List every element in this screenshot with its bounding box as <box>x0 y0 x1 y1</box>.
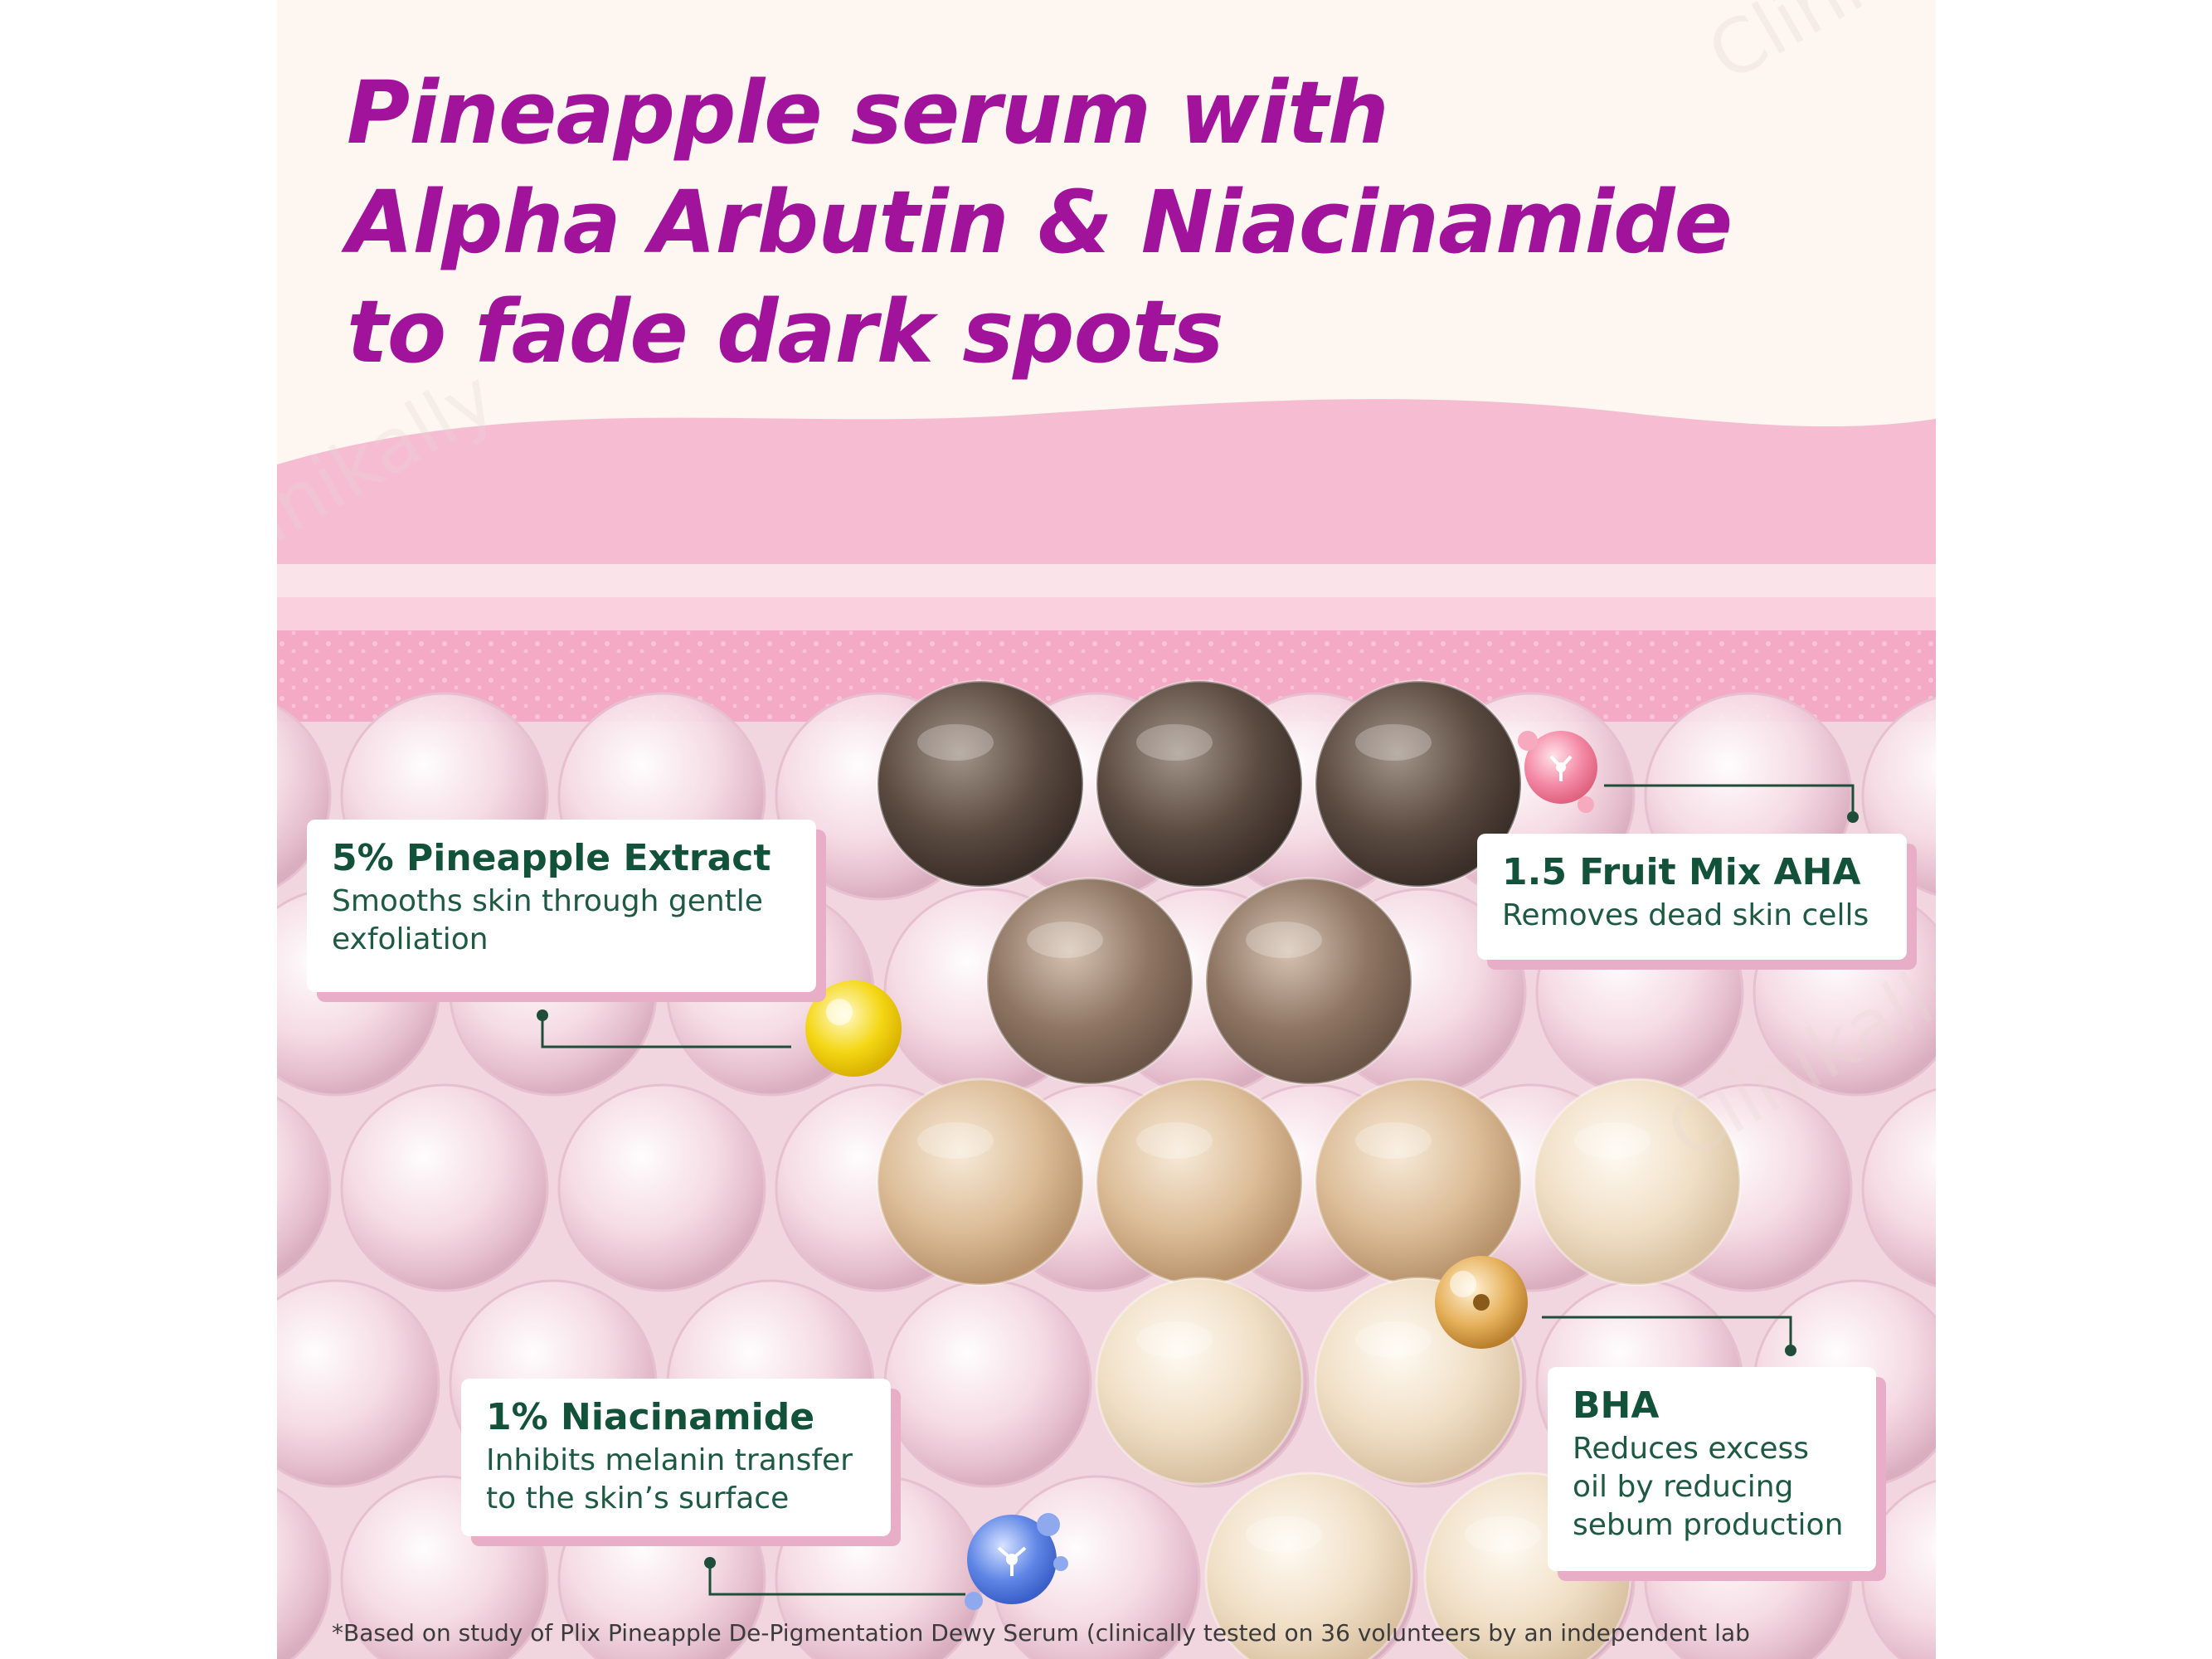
skin-cell <box>277 1279 440 1488</box>
headline: Pineapple serum with Alpha Arbutin & Nia… <box>347 58 1733 387</box>
ingredient-description: Removes dead skin cells <box>1502 898 1869 932</box>
skin-cell <box>883 1279 1092 1488</box>
pigmented-cell <box>1095 1078 1304 1287</box>
ingredient-card-pineapple: 5% Pineapple Extract Smooths skin throug… <box>307 820 816 992</box>
cell-highlight <box>917 1122 994 1159</box>
amber-molecule-icon <box>1435 1256 1528 1349</box>
ingredient-title: 5% Pineapple Extract <box>332 837 771 879</box>
pigmented-cell <box>876 1078 1085 1287</box>
cell-highlight <box>1574 1122 1650 1159</box>
skin-cell <box>1861 1479 1936 1659</box>
cell-highlight <box>917 724 994 761</box>
ingredient-title: BHA <box>1573 1384 1660 1427</box>
cell-highlight <box>1465 1516 1541 1553</box>
pigmented-cell <box>1314 1078 1523 1287</box>
ingredient-card-fruit-aha: 1.5 Fruit Mix AHA Removes dead skin cell… <box>1477 834 1907 960</box>
pigmented-cell <box>1095 679 1304 888</box>
skin-cell <box>557 1083 766 1292</box>
cell-highlight <box>1355 1122 1432 1159</box>
cell-highlight <box>1136 1122 1213 1159</box>
headline-line: to fade dark spots <box>347 281 1224 382</box>
ingredient-description: Inhibits melanin transfer to the skin’s … <box>486 1443 853 1515</box>
cell-highlight <box>1355 1321 1432 1358</box>
cell-highlight <box>1027 922 1103 958</box>
ingredient-card-niacinamide: 1% Niacinamide Inhibits melanin transfer… <box>461 1379 891 1536</box>
skin-cell <box>277 1096 332 1280</box>
pigmented-cell <box>1314 679 1523 888</box>
ingredient-description: Smooths skin through gentle exfoliation <box>332 884 763 956</box>
ingredient-title: 1% Niacinamide <box>486 1396 815 1438</box>
cell-highlight <box>1355 724 1432 761</box>
skin-cell <box>340 1083 549 1292</box>
ingredient-description: Reduces excess oil by reducing sebum pro… <box>1573 1432 1844 1542</box>
pigmented-cell <box>1533 1078 1742 1287</box>
pigmented-cell <box>876 679 1085 888</box>
pigmented-cell <box>1204 877 1413 1086</box>
product-infographic: Clinikally Clinikally Clinikally Pineapp… <box>277 0 1936 1659</box>
ingredient-title: 1.5 Fruit Mix AHA <box>1502 851 1861 893</box>
headline-line: Pineapple serum with <box>347 62 1389 163</box>
blue-molecule-icon <box>965 1513 1068 1610</box>
pigmented-cell <box>985 877 1194 1086</box>
pigmented-cell <box>1095 1277 1304 1486</box>
skin-cell <box>277 1487 332 1659</box>
cell-highlight <box>1136 1321 1213 1358</box>
pink-molecule-icon <box>1518 731 1597 813</box>
ingredient-card-bha: BHA Reduces excess oil by reducing sebum… <box>1548 1367 1876 1571</box>
cell-highlight <box>1246 1516 1322 1553</box>
connector-lines <box>541 784 1855 1596</box>
skin-cell <box>1861 1087 1936 1288</box>
footnote: *Based on study of Plix Pineapple De-Pig… <box>332 1619 1750 1647</box>
headline-line: Alpha Arbutin & Niacinamide <box>347 172 1733 273</box>
pigmented-cell <box>1204 1472 1413 1659</box>
cell-highlight <box>1246 922 1322 958</box>
cell-highlight <box>1136 724 1213 761</box>
yellow-molecule-icon <box>805 980 902 1077</box>
